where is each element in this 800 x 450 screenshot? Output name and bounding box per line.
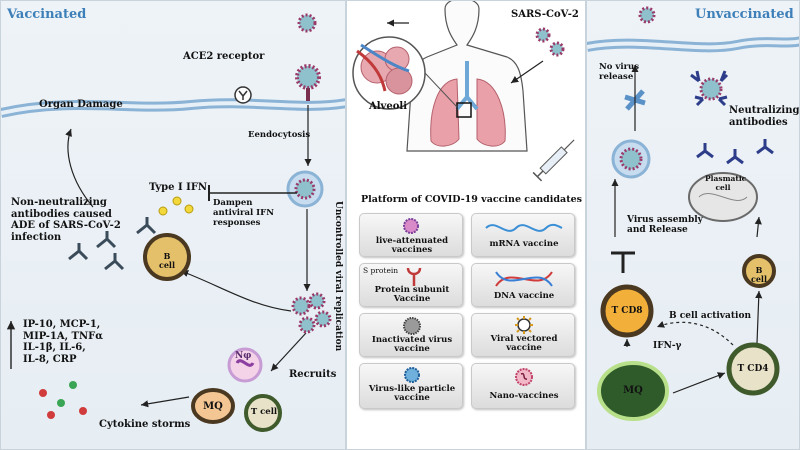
dampen-ifn-label: Dampen antiviral IFN responses — [213, 198, 274, 228]
vlp-icon — [404, 367, 420, 383]
alveoli-label: Alveoli — [369, 101, 407, 112]
cytokine-storms-label: Cytokine storms — [99, 419, 191, 430]
virus-cluster-icon — [291, 292, 332, 334]
vaccinated-panel: Vaccinated ACE2 receptor Organ Damage Ee… — [0, 0, 346, 450]
b-cell-icon — [742, 254, 776, 288]
b-cell-activation-label: B cell activation — [669, 311, 751, 321]
virus-assembly-label: Virus assembly and Release — [627, 215, 703, 236]
left-lung — [430, 78, 460, 147]
b-cell-label: B cell — [158, 251, 176, 271]
ace2-receptor-label: ACE2 receptor — [183, 51, 265, 62]
vaccine-tile-mrna: mRNA vaccine — [471, 213, 575, 257]
virus-icon — [638, 6, 656, 24]
non-neutralizing-antibodies-label: Non-neutralizing antibodies caused ADE o… — [11, 197, 121, 243]
t-cd4-icon — [726, 342, 780, 396]
virus-icon — [403, 218, 419, 234]
t-cd8-label: T CD8 — [611, 306, 643, 316]
tile-label: live-attenuated vaccines — [375, 236, 449, 256]
unvaccinated-title: Unvaccinated — [695, 7, 794, 22]
virus-icon — [295, 64, 321, 101]
s-protein-label: S protein — [363, 266, 399, 275]
unvaccinated-diagram-art — [587, 6, 799, 421]
t-cd8-icon — [600, 284, 654, 338]
tile-label: mRNA vaccine — [489, 239, 559, 249]
tile-label: DNA vaccine — [493, 291, 555, 301]
uncontrolled-replication-label: Uncontrolled viral replication — [333, 201, 343, 352]
vaccinated-title: Vaccinated — [7, 7, 87, 22]
vaccine-tile-inactivated: Inactivated virus vaccine — [359, 313, 463, 357]
syringe-icon — [532, 139, 575, 182]
tile-label: Viral vectored vaccine — [490, 334, 558, 354]
recruits-label: Recruits — [289, 369, 337, 380]
platform-title: Platform of COVID-19 vaccine candidates — [361, 194, 582, 205]
mq-label: MQ — [203, 401, 223, 412]
mq-label: MQ — [623, 385, 643, 396]
t-cd4-label: T CD4 — [737, 364, 769, 374]
right-lung — [476, 78, 506, 147]
endocytosis-label: Eendocytosis — [248, 130, 311, 140]
b-cell-icon — [143, 233, 191, 281]
vaccine-tile-vlp: Virus-like particle vaccine — [359, 363, 463, 409]
no-virus-release-label: No virus release — [599, 62, 640, 82]
tile-label: Nano-vaccines — [489, 391, 559, 401]
inactivated-virus-icon — [403, 317, 421, 335]
macrophage-icon — [191, 388, 235, 424]
center-panel: SARS-CoV-2 Alveoli Platform of COVID-19 … — [346, 0, 586, 450]
cytokine-list: IP-10, MCP-1, MIP-1A, TNFα IL-1β, IL-6, … — [23, 319, 103, 365]
cytokine-line: MIP-1A, TNFα — [23, 330, 103, 342]
antibody-icon — [690, 70, 774, 165]
organ-damage-label: Organ Damage — [39, 99, 123, 110]
protein-icon — [406, 267, 422, 286]
virus-icon — [549, 41, 565, 57]
tile-label: Protein subunit Vaccine — [374, 285, 450, 305]
cytokine-line: IL-1β, IL-6, — [23, 342, 86, 353]
vaccine-tile-viral-vectored: Viral vectored vaccine — [471, 313, 575, 357]
vaccine-tile-live-attenuated: live-attenuated vaccines — [359, 213, 463, 257]
ifn-gamma-label: IFN-γ — [653, 341, 682, 351]
neutrophil-label: Nφ — [235, 351, 252, 361]
t-cell-icon — [244, 394, 282, 432]
vaccine-tile-dna: DNA vaccine — [471, 263, 575, 307]
viral-vector-icon — [517, 318, 531, 332]
plasmatic-cell-label: Plasmatic cell — [705, 174, 747, 192]
cytokine-line: IP-10, MCP-1, — [23, 319, 101, 330]
sars-cov-2-label: SARS-CoV-2 — [511, 9, 579, 20]
tile-label: Inactivated virus vaccine — [371, 335, 453, 355]
vaccine-tile-nano: Nano-vaccines — [471, 363, 575, 409]
neutralizing-antibodies-label: Neutralizing antibodies — [729, 105, 800, 128]
vaccinated-diagram-art — [1, 13, 345, 432]
vaccine-tile-protein-subunit: S protein Protein subunit Vaccine — [359, 263, 463, 307]
type-i-ifn-label: Type I IFN — [149, 182, 208, 193]
macrophage-icon — [597, 361, 669, 421]
virus-icon — [535, 27, 551, 43]
t-cell-label: T cell — [250, 407, 278, 417]
mrna-icon — [485, 223, 563, 232]
virus-icon — [297, 13, 317, 33]
antibody-icon — [68, 217, 157, 271]
tile-label: Virus-like particle vaccine — [368, 384, 456, 404]
neutrophil-icon — [227, 347, 263, 383]
unvaccinated-panel: Unvaccinated No virus release Neutralizi… — [586, 0, 800, 450]
b-cell-label: B cell — [750, 265, 768, 285]
neutralized-virus-icon — [699, 77, 723, 101]
cytokine-line: IL-8, CRP — [23, 353, 77, 365]
lungs-illustration — [352, 1, 575, 182]
